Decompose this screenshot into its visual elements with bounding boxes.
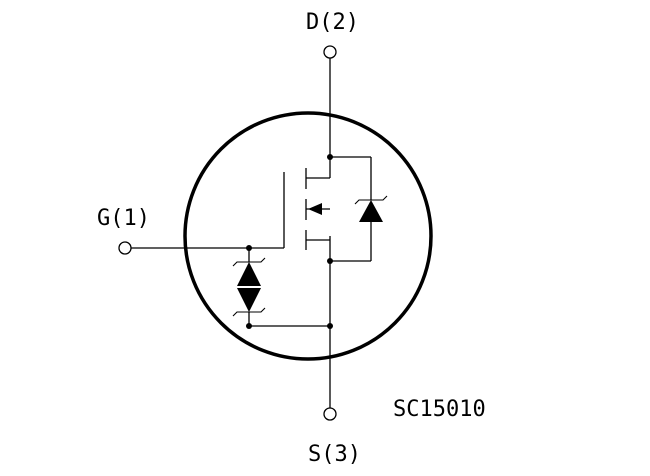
junction-dot-gate (246, 245, 252, 251)
zener-upper-triangle-icon (237, 262, 261, 286)
source-label: S(3) (308, 442, 361, 467)
part-code-label: SC15010 (393, 397, 486, 422)
source-pin-circle (323, 407, 337, 421)
junction-dot-zener-bottom (246, 323, 252, 329)
source-terminal (323, 236, 337, 421)
gate-label: G(1) (97, 206, 150, 231)
package-outline-circle (183, 111, 433, 361)
junction-dot-source-lower (327, 323, 333, 329)
drain-label: D(2) (306, 10, 359, 35)
body-diode-triangle-icon (359, 200, 383, 222)
junction-dots (246, 154, 333, 329)
gate-pin-circle (118, 241, 132, 255)
zener-lower-triangle-icon (237, 288, 261, 312)
gate-terminal (118, 172, 285, 255)
body-diode-zener-bar-icon (354, 195, 388, 205)
zener-lower-bar-icon (232, 307, 266, 317)
body-zener-diode (330, 156, 388, 262)
gate-protection-zeners (232, 248, 330, 327)
body-arrow-icon (308, 203, 322, 215)
junction-dot-source (327, 258, 333, 264)
mosfet-channel (305, 168, 330, 250)
junction-dot-drain (327, 154, 333, 160)
drain-pin-circle (323, 45, 337, 59)
